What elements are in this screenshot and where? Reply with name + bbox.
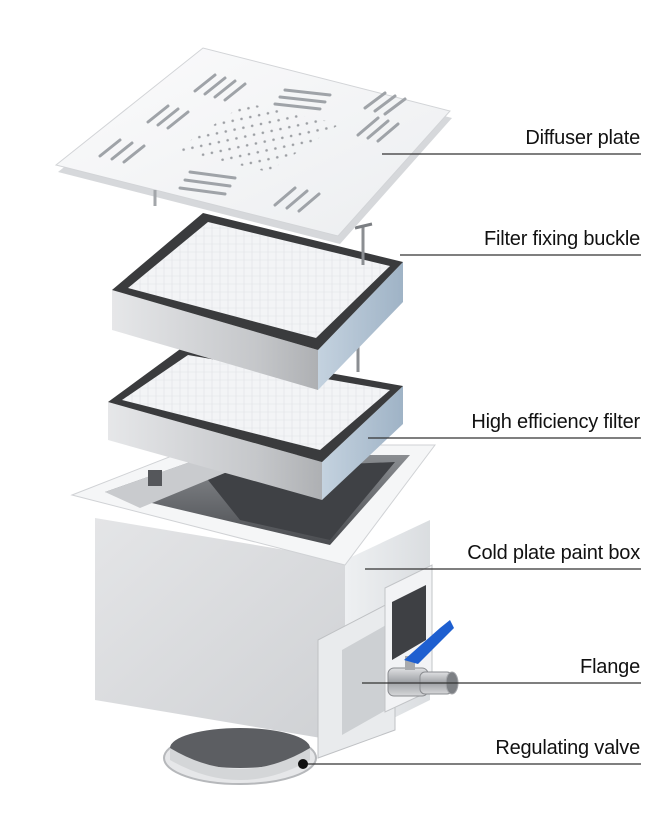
label-regulating-valve: Regulating valve (495, 737, 640, 759)
cold-plate-paint-box-illustration (70, 444, 459, 785)
label-diffuser-plate: Diffuser plate (525, 127, 640, 149)
label-filter-fixing-buckle: Filter fixing buckle (483, 228, 640, 250)
upper-filter-illustration (112, 213, 403, 390)
label-cold-plate-paint-box: Cold plate paint box (467, 542, 640, 564)
label-flange: Flange (580, 656, 640, 678)
filter-fixing-buckle-illustration (354, 222, 373, 265)
label-high-efficiency-filter: High efficiency filter (471, 411, 640, 433)
regulating-valve-knob (298, 759, 308, 769)
leader-lines (300, 153, 641, 765)
diffuser-plate-illustration (54, 47, 452, 244)
